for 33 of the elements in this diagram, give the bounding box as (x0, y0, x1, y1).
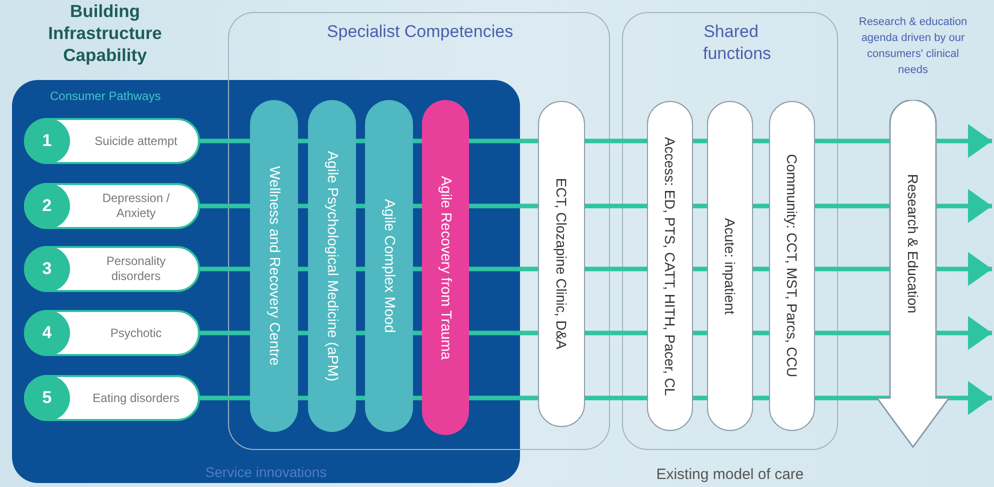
service-pillar: Agile Psychological Medicine (aPM) (308, 100, 356, 432)
step-number: 4 (24, 310, 70, 356)
pathway-pill (24, 183, 200, 229)
down-arrow-shape: Research & Education (876, 100, 950, 448)
service-pillar: Agile Complex Mood (365, 100, 413, 432)
annotation-text: Research & education agenda driven by our consumers' clinical needs (858, 15, 968, 78)
step-number: 5 (24, 375, 70, 421)
pathway-label: Eating disorders (92, 390, 180, 406)
step-number: 2 (24, 183, 70, 229)
panel-footer: Service innovations (12, 464, 520, 480)
group-heading: Shared functions (702, 21, 772, 65)
service-pillar: Agile Recovery from Trauma (422, 100, 469, 435)
pathway-pill (24, 310, 200, 356)
pathway-label: Suicide attempt (94, 132, 178, 150)
pathway-pill (24, 375, 200, 421)
pathway-label: Personality disorders (105, 253, 167, 285)
panel-heading: Consumer Pathways (50, 89, 161, 103)
service-pillar: Wellness and Recovery Centre (250, 100, 298, 432)
group-frame (228, 12, 610, 450)
section-heading: Building Infrastructure Capability (47, 0, 163, 66)
service-pillar: Access: ED, PTS, CATT, HITH, Pacer, CL (647, 101, 693, 431)
service-pillar: Community: CCT, MST, Parcs, CCU (769, 101, 815, 431)
service-pillar: ECT, Clozapine Clinic, D&A (538, 101, 585, 427)
footer-caption: Existing model of care (655, 466, 805, 483)
service-pillar: Acute: inpatient (707, 101, 753, 431)
pathway-pill (24, 118, 200, 164)
pathway-pill (24, 246, 200, 292)
group-heading: Specialist Competencies (326, 21, 514, 43)
step-number: 1 (24, 118, 70, 164)
group-frame (622, 12, 838, 450)
pathway-label: Depression / Anxiety (101, 190, 171, 222)
step-number: 3 (24, 246, 70, 292)
pathway-label: Psychotic (109, 324, 163, 342)
